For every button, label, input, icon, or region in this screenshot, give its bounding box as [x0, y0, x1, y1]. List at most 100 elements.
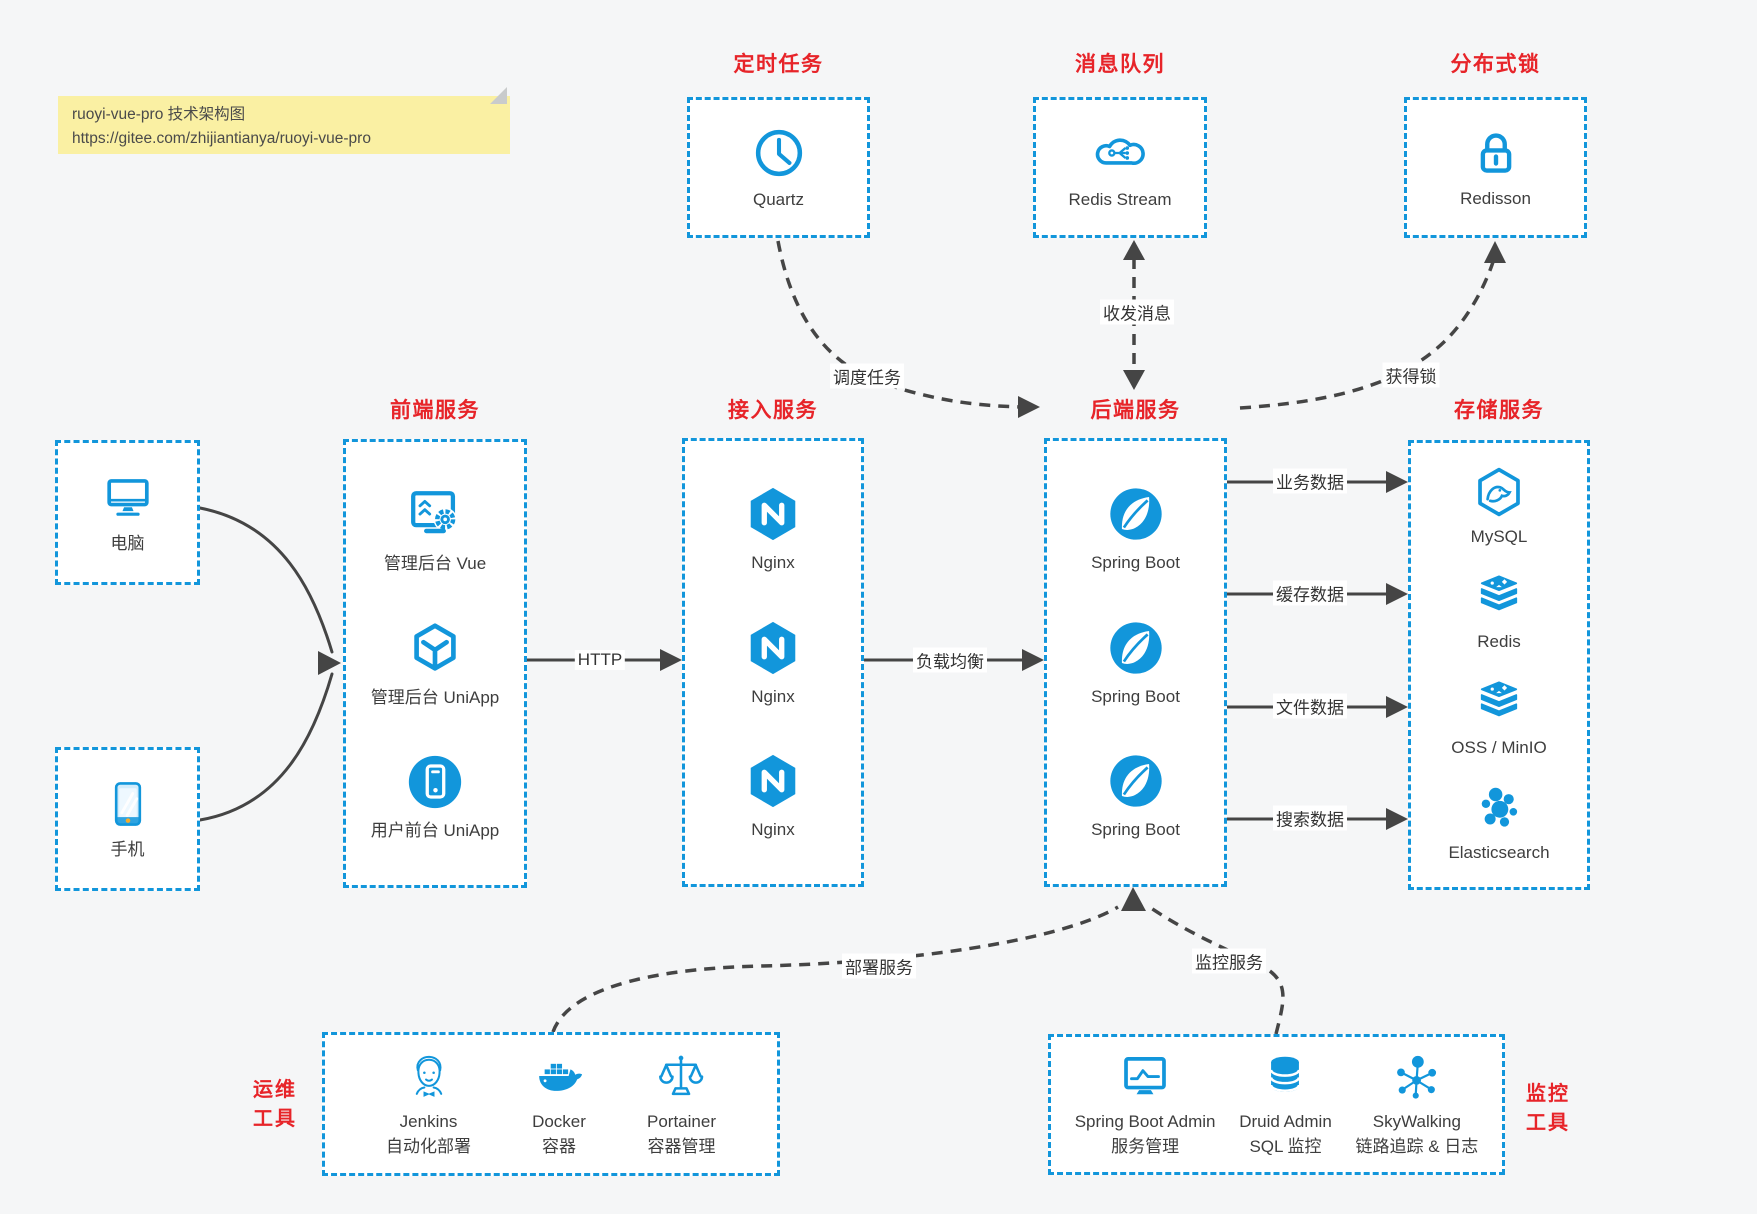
node-redis-stream: Redis Stream: [1068, 124, 1172, 212]
node-label: 用户前台 UniApp: [370, 821, 500, 841]
node-desktop: 电脑: [100, 470, 156, 556]
redis-stack-icon: [1472, 570, 1526, 624]
node-mobile: 手机: [100, 776, 156, 862]
elasticsearch-icon: [1472, 781, 1526, 835]
group-storage: MySQL Redis OSS / MinIO Elasticsearch: [1408, 440, 1590, 890]
node-label: Spring Boot: [1091, 552, 1180, 572]
lock-icon: [1468, 125, 1524, 181]
node-springboot-1: Spring Boot: [1091, 483, 1180, 575]
node-label: Redis Stream: [1068, 189, 1172, 209]
node-nginx-1: Nginx: [742, 483, 804, 575]
node-name: Druid Admin: [1239, 1112, 1332, 1132]
node-oss-minio: OSS / MinIO: [1451, 676, 1547, 760]
admin-vue-icon: [404, 484, 466, 546]
scales-icon: [654, 1050, 708, 1104]
node-mysql: MySQL: [1471, 465, 1527, 549]
edge-label-search-data: 搜索数据: [1273, 805, 1347, 831]
node-redisson: Redisson: [1460, 125, 1531, 211]
group-access: Nginx Nginx Nginx: [682, 438, 864, 887]
group-title-backend: 后端服务: [1090, 399, 1181, 422]
note-url: https://gitee.com/zhijiantianya/ruoyi-vu…: [72, 130, 371, 148]
mobile-icon: [100, 776, 156, 832]
arrowhead-message-up: [1123, 240, 1145, 260]
node-label: Elasticsearch: [1448, 843, 1550, 863]
node-user-uniapp: 用户前台 UniApp: [371, 751, 499, 843]
node-subtitle: SQL 监控: [1249, 1137, 1322, 1156]
edge-desktop-to-frontend: [198, 506, 334, 654]
spring-leaf-icon: [1105, 483, 1167, 545]
node-label: Redis: [1477, 632, 1521, 652]
sticky-note: ruoyi-vue-pro 技术架构图 https://gitee.com/zh…: [58, 87, 510, 154]
group-title-distributed-lock: 分布式锁: [1450, 53, 1541, 76]
arrowhead-search-data: [1386, 808, 1408, 830]
group-title-message-queue: 消息队列: [1075, 53, 1165, 76]
node-label: 手机: [110, 840, 145, 860]
group-scheduled-task: Quartz: [687, 97, 870, 238]
node-label: 电脑: [110, 533, 145, 553]
group-title-scheduled-task: 定时任务: [733, 53, 824, 76]
node-label: Spring Boot: [1091, 686, 1180, 706]
edge-label-file-data: 文件数据: [1273, 693, 1347, 719]
edge-label-load-balance: 负载均衡: [913, 647, 987, 673]
edge-label-send-receive-message: 收发消息: [1100, 299, 1174, 325]
edge-label-acquire-lock: 获得锁: [1382, 362, 1440, 388]
group-message-queue: Redis Stream: [1033, 97, 1207, 238]
monitor-tools-side-title: 监控 工具: [1509, 1080, 1587, 1138]
arrowhead-http: [660, 649, 682, 671]
nginx-icon: [742, 483, 804, 545]
arrowhead-cache-data: [1386, 583, 1408, 605]
node-label: Quartz: [752, 189, 805, 209]
node-name: Spring Boot Admin: [1074, 1112, 1216, 1132]
user-app-icon: [404, 751, 466, 813]
node-springboot-admin: Spring Boot Admin 服务管理: [1075, 1050, 1216, 1159]
node-label: OSS / MinIO: [1451, 737, 1547, 757]
spring-leaf-icon: [1105, 750, 1167, 812]
node-nginx-3: Nginx: [742, 750, 804, 842]
node-druid-admin: Druid Admin SQL 监控: [1239, 1050, 1332, 1159]
node-springboot-3: Spring Boot: [1091, 750, 1180, 842]
node-label: 管理后台 Vue: [383, 553, 487, 573]
arrowhead-schedule-job: [1018, 396, 1040, 418]
database-icon: [1258, 1050, 1312, 1104]
arrowhead-into-frontend: [318, 651, 341, 675]
node-mobile-client: 手机: [55, 747, 200, 891]
node-label: Spring Boot: [1091, 820, 1180, 840]
spring-leaf-icon: [1105, 617, 1167, 679]
arrowhead-load-balance: [1022, 649, 1044, 671]
group-title-frontend: 前端服务: [390, 399, 480, 422]
mysql-dolphin-icon: [1472, 465, 1526, 519]
note-title: ruoyi-vue-pro 技术架构图: [72, 106, 246, 123]
group-monitor-tools: Spring Boot Admin 服务管理 Druid Admin SQL 监…: [1048, 1034, 1505, 1175]
side-title-line: 工具: [1526, 1112, 1570, 1134]
node-label: Redisson: [1460, 188, 1531, 208]
group-backend: Spring Boot Spring Boot Spring Boot: [1044, 438, 1227, 887]
node-quartz: Quartz: [750, 124, 808, 212]
edge-acquire-lock: [1239, 261, 1495, 410]
side-title-line: 运维: [253, 1079, 297, 1101]
node-jenkins: Jenkins 自动化部署: [386, 1050, 471, 1159]
edge-deploy-service: [551, 905, 1119, 1033]
group-frontend: 管理后台 Vue 管理后台 UniApp 用户前台 UniApp: [343, 439, 527, 888]
nginx-icon: [742, 750, 804, 812]
edge-label-schedule-job: 调度任务: [830, 363, 904, 389]
storage-stack-icon: [1472, 676, 1526, 730]
node-name: Docker: [532, 1111, 586, 1131]
ops-tools-side-title: 运维 工具: [236, 1076, 314, 1134]
note-fold-corner: [490, 87, 507, 104]
node-skywalking: SkyWalking 链路追踪 & 日志: [1355, 1050, 1478, 1159]
node-nginx-2: Nginx: [742, 617, 804, 709]
node-name: Portainer: [647, 1111, 716, 1131]
node-desktop-client: 电脑: [55, 440, 200, 585]
node-name: SkyWalking: [1372, 1112, 1461, 1132]
edge-label-http: HTTP: [574, 650, 626, 670]
node-name: Jenkins: [399, 1111, 458, 1131]
node-subtitle: 链路追踪 & 日志: [1355, 1137, 1479, 1156]
monitor-chart-icon: [1118, 1050, 1172, 1104]
node-portainer: Portainer 容器管理: [647, 1050, 716, 1159]
clock-icon: [750, 124, 808, 182]
node-subtitle: 容器: [542, 1136, 576, 1156]
node-label: Nginx: [751, 820, 795, 840]
node-springboot-2: Spring Boot: [1091, 617, 1180, 709]
node-elasticsearch: Elasticsearch: [1448, 781, 1550, 865]
